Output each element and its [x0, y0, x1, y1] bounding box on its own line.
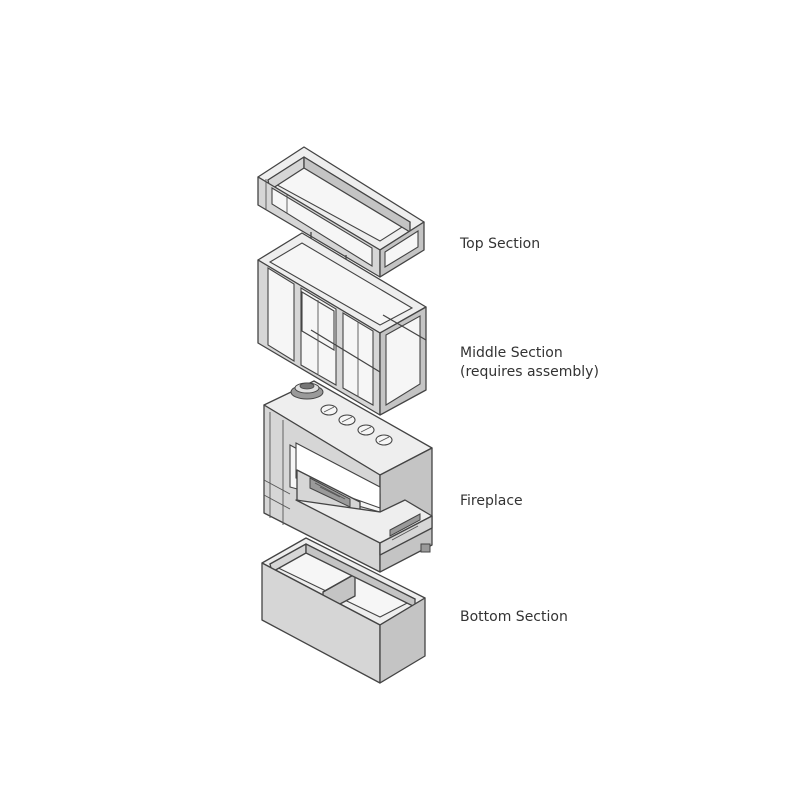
fireplace-label: Fireplace: [460, 492, 523, 511]
middle-section-text: Middle Section: [460, 345, 563, 361]
top-section-text: Top Section: [460, 236, 541, 252]
top-section-label: Top Section: [460, 235, 540, 254]
top-section-frame: [257, 146, 425, 278]
middle-section-note: (requires assembly): [460, 364, 599, 380]
fireplace-text: Fireplace: [460, 493, 523, 509]
bottom-section-label: Bottom Section: [460, 608, 568, 627]
bottom-section-text: Bottom Section: [460, 609, 568, 625]
middle-section-frame: [257, 232, 427, 416]
middle-section-label: Middle Section (requires assembly): [460, 344, 599, 382]
bottom-section-box: [261, 537, 426, 684]
fireplace-unit: [263, 380, 433, 573]
